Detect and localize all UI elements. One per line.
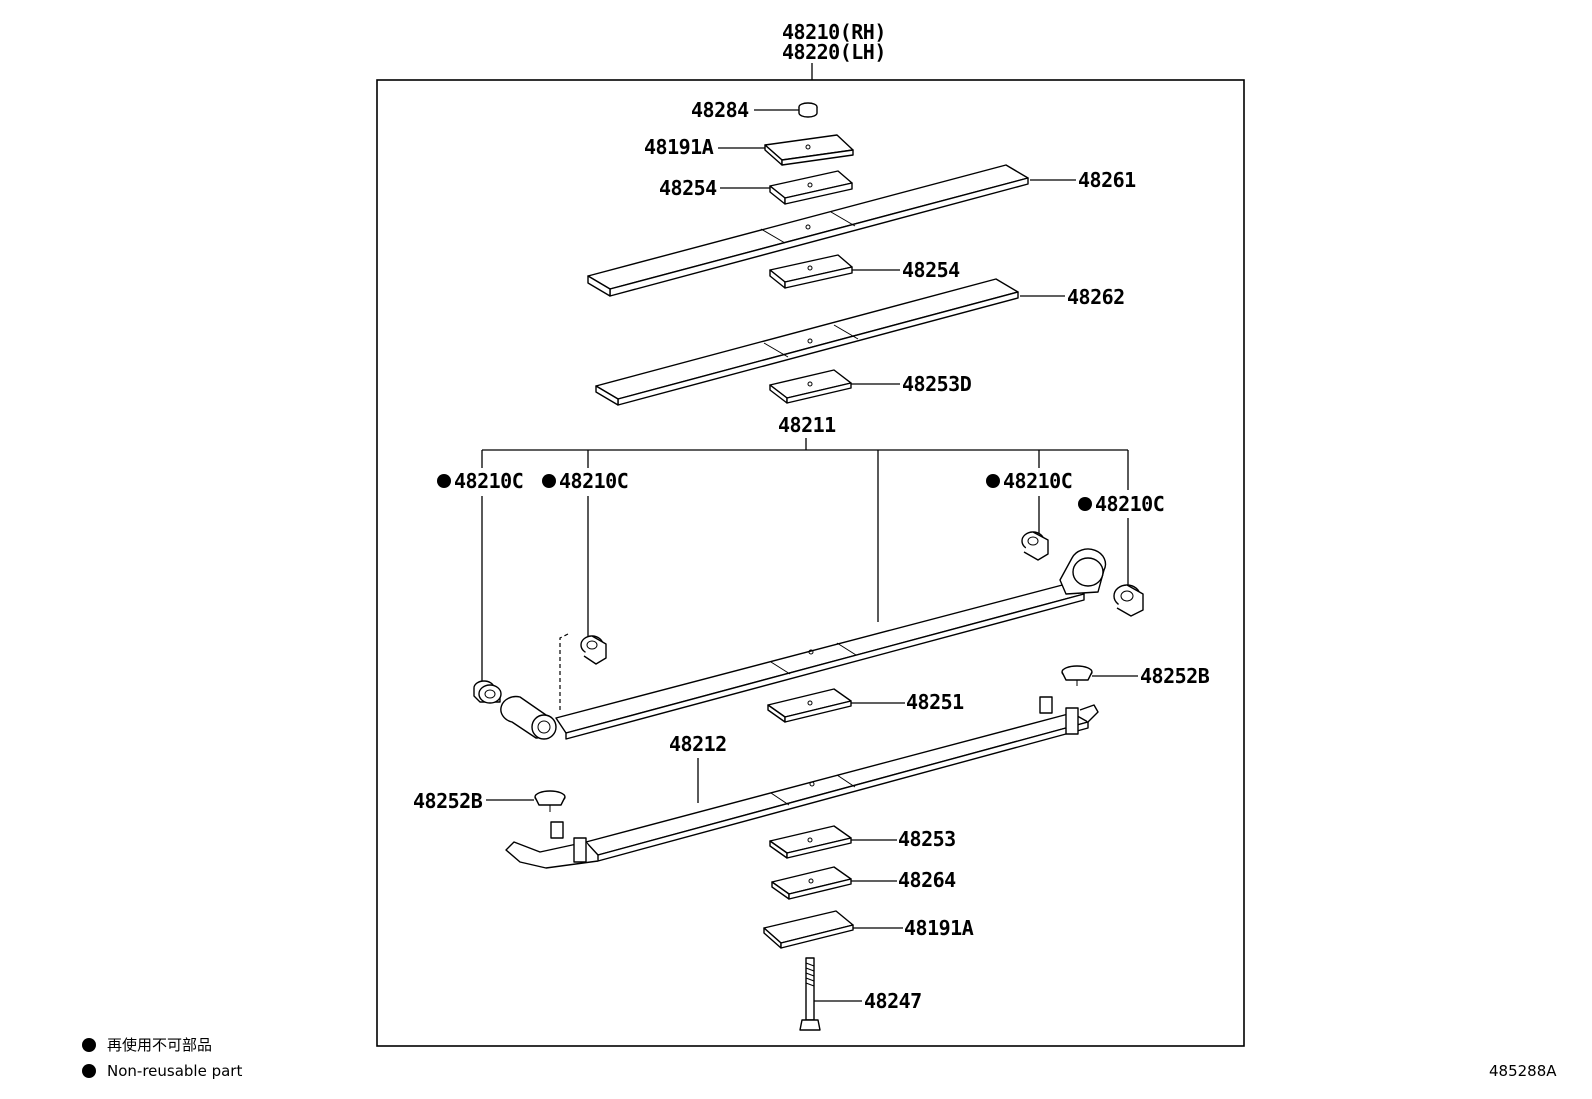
label-48253d[interactable]: 48253D <box>902 372 972 396</box>
label-48191a-bottom[interactable]: 48191A <box>904 916 974 940</box>
legend-bullet-jp-icon <box>82 1038 96 1052</box>
label-48261[interactable]: 48261 <box>1078 168 1137 192</box>
leaf-48262[interactable] <box>595 278 1019 406</box>
label-48252b-right[interactable]: 48252B <box>1140 664 1210 688</box>
label-48191a-top[interactable]: 48191A <box>644 135 714 159</box>
bushing-48210c-4[interactable] <box>1113 584 1144 617</box>
label-48210c-4[interactable]: 48210C <box>1095 492 1165 516</box>
assembly-label-lh[interactable]: 48220(LH) <box>782 40 886 64</box>
dashed-guide <box>559 633 569 710</box>
label-48264[interactable]: 48264 <box>898 868 957 892</box>
spacer-48254-mid[interactable] <box>769 254 853 289</box>
bullet-48210c-2-icon <box>542 474 556 488</box>
bumper-48252b-left[interactable] <box>534 790 566 812</box>
label-48210c-1[interactable]: 48210C <box>454 469 524 493</box>
assembly-label-rh[interactable]: 48210(RH) <box>782 20 886 44</box>
bushing-48210c-1[interactable] <box>473 680 502 704</box>
plate-48191a-bottom[interactable] <box>763 910 854 949</box>
label-48254-mid[interactable]: 48254 <box>902 258 961 282</box>
bolt-48247[interactable] <box>799 957 821 1031</box>
bullet-48210c-3-icon <box>986 474 1000 488</box>
assembly-frame <box>376 79 1245 1047</box>
label-48253[interactable]: 48253 <box>898 827 956 851</box>
legend-bullet-en-icon <box>82 1064 96 1078</box>
label-48211[interactable]: 48211 <box>778 413 837 437</box>
label-48210c-3[interactable]: 48210C <box>1003 469 1073 493</box>
label-48262[interactable]: 48262 <box>1067 285 1125 309</box>
bushing-48210c-3[interactable] <box>1021 531 1049 561</box>
spacer-48254-top[interactable] <box>769 170 853 205</box>
label-48284[interactable]: 48284 <box>691 98 750 122</box>
legend-text-en: Non-reusable part <box>107 1062 242 1080</box>
bushing-48210c-2[interactable] <box>580 635 607 665</box>
label-48254-top[interactable]: 48254 <box>659 176 718 200</box>
plate-48191a-top[interactable] <box>764 134 854 166</box>
bumper-48252b-right[interactable] <box>1061 665 1093 686</box>
overload-leaf-48212[interactable] <box>505 696 1099 869</box>
pad-48251[interactable] <box>767 688 852 723</box>
label-48251[interactable]: 48251 <box>906 690 965 714</box>
label-48252b-left[interactable]: 48252B <box>413 789 483 813</box>
bullet-48210c-4-icon <box>1078 497 1092 511</box>
nut-48284[interactable] <box>798 102 818 118</box>
bullet-48210c-1-icon <box>437 474 451 488</box>
label-48212[interactable]: 48212 <box>669 732 727 756</box>
label-48247[interactable]: 48247 <box>864 989 922 1013</box>
pad-48253d[interactable] <box>769 369 852 404</box>
leader-48211-bracket <box>481 438 1129 622</box>
pad-48264[interactable] <box>771 866 852 900</box>
diagram-id: 485288A <box>1489 1062 1557 1080</box>
pad-48253[interactable] <box>769 825 852 859</box>
leaf-48261[interactable] <box>587 164 1029 297</box>
label-48210c-2[interactable]: 48210C <box>559 469 629 493</box>
legend-text-jp: 再使用不可部品 <box>107 1036 212 1054</box>
main-leaf-48211[interactable] <box>500 548 1107 740</box>
